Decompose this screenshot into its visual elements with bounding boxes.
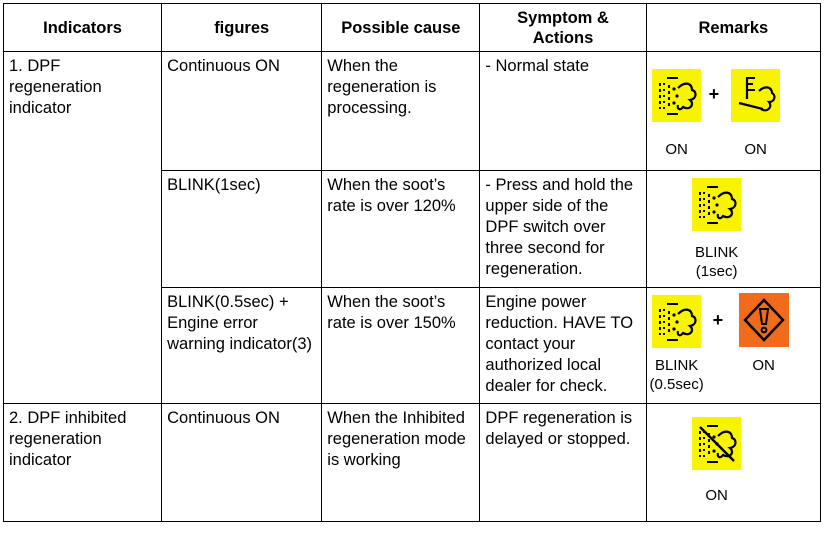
cause-cell: When the regeneration is processing. [321,51,481,171]
symptom-cell: - Normal state [479,51,647,171]
indicator-cell: 2. DPF inhibited regeneration indicator [2,403,163,522]
dpf-icon [651,295,701,348]
engine-warning-icon [738,293,789,347]
table-row: BLINK(0.5sec) + Engine error warning ind… [4,287,822,404]
symptom-cell: - Press and hold the upper side of the D… [479,170,647,288]
table-row: BLINK(1sec) When the soot’s rate is over… [4,170,822,288]
dpf-regen-process-icon [730,69,780,122]
cause-cell: When the Inhibited regeneration mode is … [321,403,481,522]
dpf-indicator-table: Indicators figures Possible cause Sympto… [2,3,822,522]
remark-label-on: ON [665,141,688,158]
remark-label-blink: BLINK [694,244,739,261]
cause-cell: When the soot’s rate is over 150% [321,287,481,404]
plus-sign: + [708,84,720,104]
header-symptom-actions: Symptom & Actions [479,3,647,52]
remarks-cell: ON [645,403,822,522]
figure-cell: BLINK(0.5sec) + Engine error warning ind… [161,287,323,404]
remark-label-blink: BLINK [654,357,699,374]
remark-label-interval: (1sec) [695,263,738,280]
remarks-cell: BLINK (1sec) [645,170,822,288]
header-figures: figures [161,3,323,52]
remark-label-interval: (0.5sec) [649,376,704,393]
remarks-cell: + BLINK (0.5sec) ON [645,287,822,404]
table-header-row: Indicators figures Possible cause Sympto… [2,3,822,52]
cause-cell: When the soot’s rate is over 120% [321,170,481,288]
remark-label-on: ON [744,141,767,158]
indicator-cell: 1. DPF regeneration indicator [2,51,163,404]
dpf-inhibited-icon [691,417,741,470]
symptom-cell: DPF regeneration is delayed or stopped. [479,403,647,522]
figure-cell: Continuous ON [161,403,323,522]
remark-label-on: ON [752,357,775,374]
header-remarks: Remarks [645,3,822,52]
remark-label-on: ON [705,487,728,504]
table-row: 1. DPF regeneration indicator Continuous… [2,51,822,404]
dpf-icon [691,178,741,231]
header-indicators: Indicators [2,3,163,52]
table-row: 2. DPF inhibited regeneration indicator … [2,403,822,522]
figure-cell: Continuous ON [161,51,323,171]
dpf-icon [651,69,701,122]
remarks-cell: + ON ON [645,51,822,171]
figure-cell: BLINK(1sec) [161,170,323,288]
plus-sign: + [712,310,724,330]
symptom-cell: Engine power reduction. HAVE TO contact … [479,287,647,404]
header-possible-cause: Possible cause [321,3,481,52]
